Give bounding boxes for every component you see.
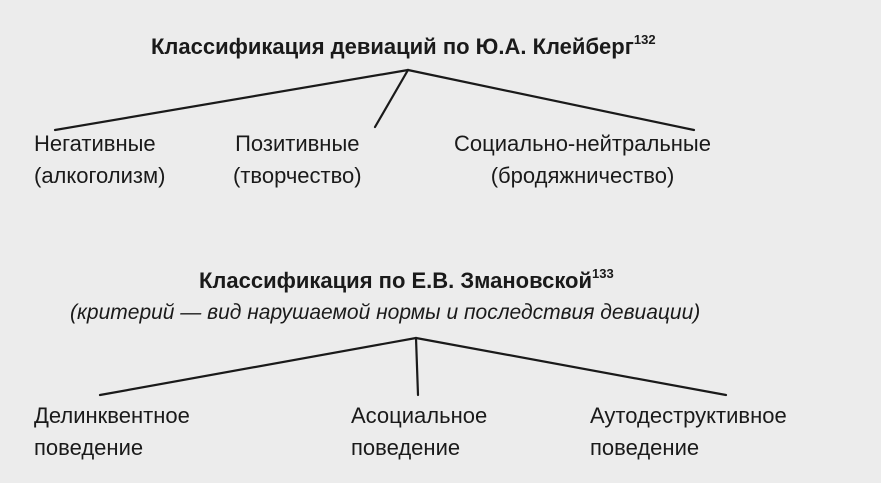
top-node-negative-label: Негативные xyxy=(34,131,156,156)
bottom-node-autodestructive: Аутодеструктивное поведение xyxy=(590,400,787,464)
bottom-connector-left xyxy=(98,336,418,397)
top-title-text: Классификация девиаций по Ю.А. Клейберг xyxy=(151,34,634,59)
top-node-neutral-label: Социально-нейтральные xyxy=(454,131,711,156)
bottom-node-asocial-label: Асоциальное xyxy=(351,403,488,428)
top-node-negative: Негативные (алкоголизм) xyxy=(34,128,165,192)
bottom-node-asocial: Асоциальное поведение xyxy=(351,400,487,464)
top-connector-left xyxy=(53,68,410,132)
bottom-connector-right xyxy=(414,336,728,397)
bottom-title-footnote: 133 xyxy=(592,266,614,281)
top-node-negative-example: (алкоголизм) xyxy=(34,163,166,188)
bottom-title-text: Классификация по Е.В. Змановской xyxy=(199,268,593,293)
top-node-neutral-example: (бродяжничество) xyxy=(490,163,675,188)
bottom-connector-center xyxy=(414,336,420,397)
bottom-title: Классификация по Е.В. Змановской133 xyxy=(199,267,614,293)
top-connector-center xyxy=(373,68,410,129)
top-title: Классификация девиаций по Ю.А. Клейберг1… xyxy=(151,33,656,59)
top-node-positive: Позитивные (творчество) xyxy=(233,128,362,192)
bottom-subtitle: (критерий — вид нарушаемой нормы и после… xyxy=(70,301,701,324)
bottom-node-asocial-suffix: поведение xyxy=(351,435,461,460)
bottom-node-autodestructive-label: Аутодеструктивное xyxy=(590,403,787,428)
bottom-node-autodestructive-suffix: поведение xyxy=(590,435,700,460)
bottom-node-delinquent: Делинквентное поведение xyxy=(34,400,190,464)
top-node-neutral: Социально-нейтральные (бродяжничество) xyxy=(454,128,711,192)
bottom-node-delinquent-label: Делинквентное xyxy=(34,403,190,428)
top-title-footnote: 132 xyxy=(633,32,656,47)
top-connector-right xyxy=(406,68,696,132)
bottom-node-delinquent-suffix: поведение xyxy=(34,435,144,460)
top-node-positive-example: (творчество) xyxy=(233,163,362,188)
top-node-positive-label: Позитивные xyxy=(235,131,360,156)
